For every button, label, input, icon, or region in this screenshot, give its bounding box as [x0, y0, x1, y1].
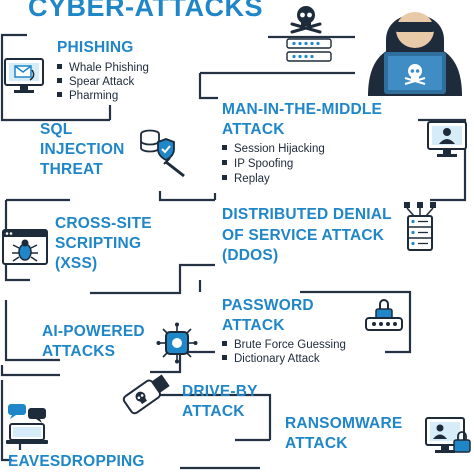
mitm-title-line2: ATTACK [222, 121, 285, 138]
hacker-icon [368, 12, 462, 96]
page-title: CYBER-ATTACKS [28, 0, 263, 22]
sql-title-line1: SQL [40, 121, 73, 138]
mitm-title-line1: MAN-IN-THE-MIDDLE [222, 101, 383, 118]
ransomware-monitor-icon [425, 417, 471, 453]
password-title-line1: PASSWORD [222, 297, 314, 314]
sql-title-line3: THREAT [40, 161, 103, 178]
ddos-title-line1: DISTRIBUTED DENIAL [222, 206, 392, 223]
password-field-icon [286, 38, 332, 62]
chat-laptop-icon [6, 404, 48, 444]
ai-title-line2: ATTACKS [42, 343, 116, 360]
ai-title-line1: AI-POWERED [42, 323, 145, 340]
ransomware-title-line1: RANSOMWARE [285, 415, 403, 432]
sql-title-line2: INJECTION [40, 141, 125, 158]
password-item: Brute Force Guessing [222, 338, 346, 353]
skull-crossbones-icon [290, 6, 322, 34]
ddos-title-line2: OF SERVICE ATTACK [222, 227, 385, 244]
phishing-monitor-icon [4, 58, 44, 93]
phishing-item: Spear Attack [57, 75, 134, 90]
password-item: Dictionary Attack [222, 352, 320, 367]
ddos-server-icon [404, 202, 436, 251]
ddos-title-line3: (DDOS) [222, 247, 279, 264]
usb-skull-icon [122, 374, 170, 415]
phishing-title: PHISHING [57, 39, 134, 56]
driveby-title-line2: ATTACK [182, 403, 245, 420]
phishing-item: Pharming [57, 89, 118, 104]
ransomware-title-line2: ATTACK [285, 435, 348, 452]
eavesdropping-title: EAVESDROPPING [8, 453, 145, 470]
mitm-monitor-icon [427, 121, 467, 157]
ai-chip-icon [156, 322, 198, 364]
driveby-title-line1: DRIVE-BY [182, 383, 258, 400]
mitm-item: Replay [222, 172, 270, 187]
xss-title-line2: SCRIPTING [55, 235, 142, 252]
bug-browser-icon [2, 229, 48, 265]
password-title-line2: ATTACK [222, 317, 285, 334]
mitm-item: Session Hijacking [222, 142, 325, 157]
phishing-item: Whale Phishing [57, 61, 149, 76]
sql-shield-icon [140, 129, 185, 178]
xss-title-line3: (XSS) [55, 255, 98, 272]
password-lock-icon [365, 299, 403, 331]
xss-title-line1: CROSS-SITE [55, 215, 152, 232]
mitm-item: IP Spoofing [222, 157, 293, 172]
